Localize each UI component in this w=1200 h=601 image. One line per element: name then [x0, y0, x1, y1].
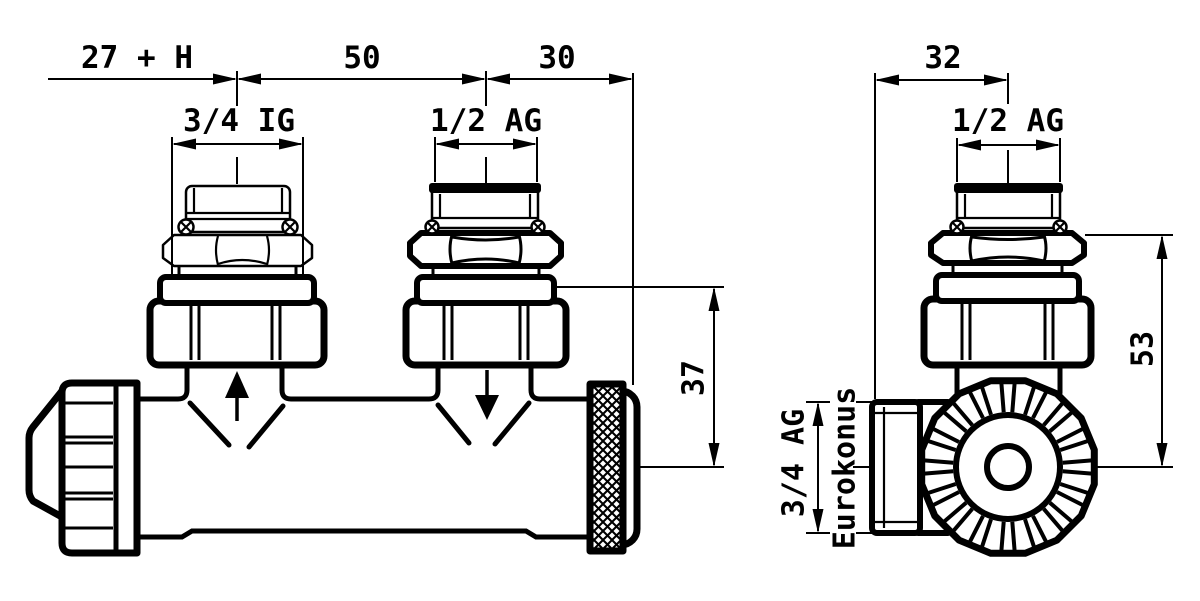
handwheel-bore — [984, 443, 1032, 491]
port2-hex-nut — [407, 230, 564, 269]
eurokonus-port-lines — [875, 407, 918, 528]
port2-thread-top — [429, 183, 541, 193]
port1-hex-nut — [161, 233, 314, 268]
port2-union-nut — [402, 297, 570, 369]
eurokonus-port — [869, 399, 923, 536]
port1-hex-nut-facets — [214, 235, 271, 266]
side-thread-top — [954, 183, 1063, 193]
dim-tail-size-label: 3/4 AG — [777, 409, 812, 517]
dim-port2-label: 1/2 AG — [430, 103, 542, 139]
side-collar — [933, 272, 1082, 304]
side-thread-lines — [958, 194, 1059, 220]
dim-37: 37 — [552, 286, 724, 468]
dim-port2-size: 1/2 AG — [430, 103, 542, 182]
side-port-stack — [920, 150, 1095, 369]
front-view — [25, 157, 641, 557]
side-hex-nut-facets — [968, 234, 1048, 263]
port2-thread-lines — [433, 194, 537, 220]
port1-thread-lines — [187, 188, 289, 221]
dim-32-label: 32 — [924, 40, 961, 76]
port2-o-ring-seals — [424, 219, 546, 235]
port1-union-nut-facets — [189, 306, 282, 360]
cap-knurl-lines — [64, 401, 113, 530]
dim-53-label: 53 — [1126, 331, 1161, 367]
dimensions: 27 + H 50 30 3/4 IG 1 — [48, 40, 1173, 549]
dim-27-h-label: 27 + H — [81, 40, 193, 76]
dim-27-h: 27 + H — [48, 40, 238, 106]
valve-body-top-edge — [134, 364, 596, 402]
port1-stack — [146, 157, 328, 369]
dim-side-port-size: 1/2 AG — [952, 103, 1064, 182]
dim-53: 53 — [1085, 234, 1173, 468]
dim-tail-type-label: Eurokonus — [828, 387, 863, 550]
dim-port1-label: 3/4 IG — [183, 103, 295, 139]
port2-union-nut-facets — [442, 306, 530, 360]
valve-body-bottom-edge — [134, 528, 596, 540]
side-union-nut — [920, 295, 1095, 369]
port2-hex-nut-facets — [448, 234, 523, 265]
side-o-ring-seals — [949, 219, 1068, 235]
side-view — [869, 150, 1098, 557]
dim-port1-size: 3/4 IG — [171, 103, 304, 277]
drain-cap-knurled — [586, 380, 627, 555]
dim-side-port-label: 1/2 AG — [952, 103, 1064, 139]
dim-37-label: 37 — [677, 360, 712, 396]
handwheel-knurl-ribs — [924, 383, 1092, 551]
port1-o-ring-seals — [177, 218, 299, 236]
side-union-nut-facets — [960, 304, 1055, 360]
dim-32: 32 — [874, 40, 1009, 399]
port2-thread — [430, 188, 540, 230]
cone-tip — [25, 387, 66, 521]
side-thread — [955, 188, 1062, 230]
port1-union-nut — [146, 297, 328, 369]
valve-seat-chevrons — [187, 400, 532, 450]
port2-stack — [402, 157, 570, 369]
dim-50-label: 50 — [343, 40, 380, 76]
dim-50: 50 — [237, 40, 487, 106]
dim-30: 30 — [486, 40, 634, 385]
handwheel — [918, 377, 1098, 557]
port1-thread — [184, 184, 292, 234]
port2-collar — [414, 274, 557, 306]
dim-30-label: 30 — [538, 40, 575, 76]
dim-tail-port: 3/4 AG Eurokonus — [777, 387, 872, 550]
flow-up-arrow-icon — [225, 371, 249, 421]
flow-down-arrow-icon — [475, 370, 499, 420]
port1-collar — [157, 274, 317, 306]
